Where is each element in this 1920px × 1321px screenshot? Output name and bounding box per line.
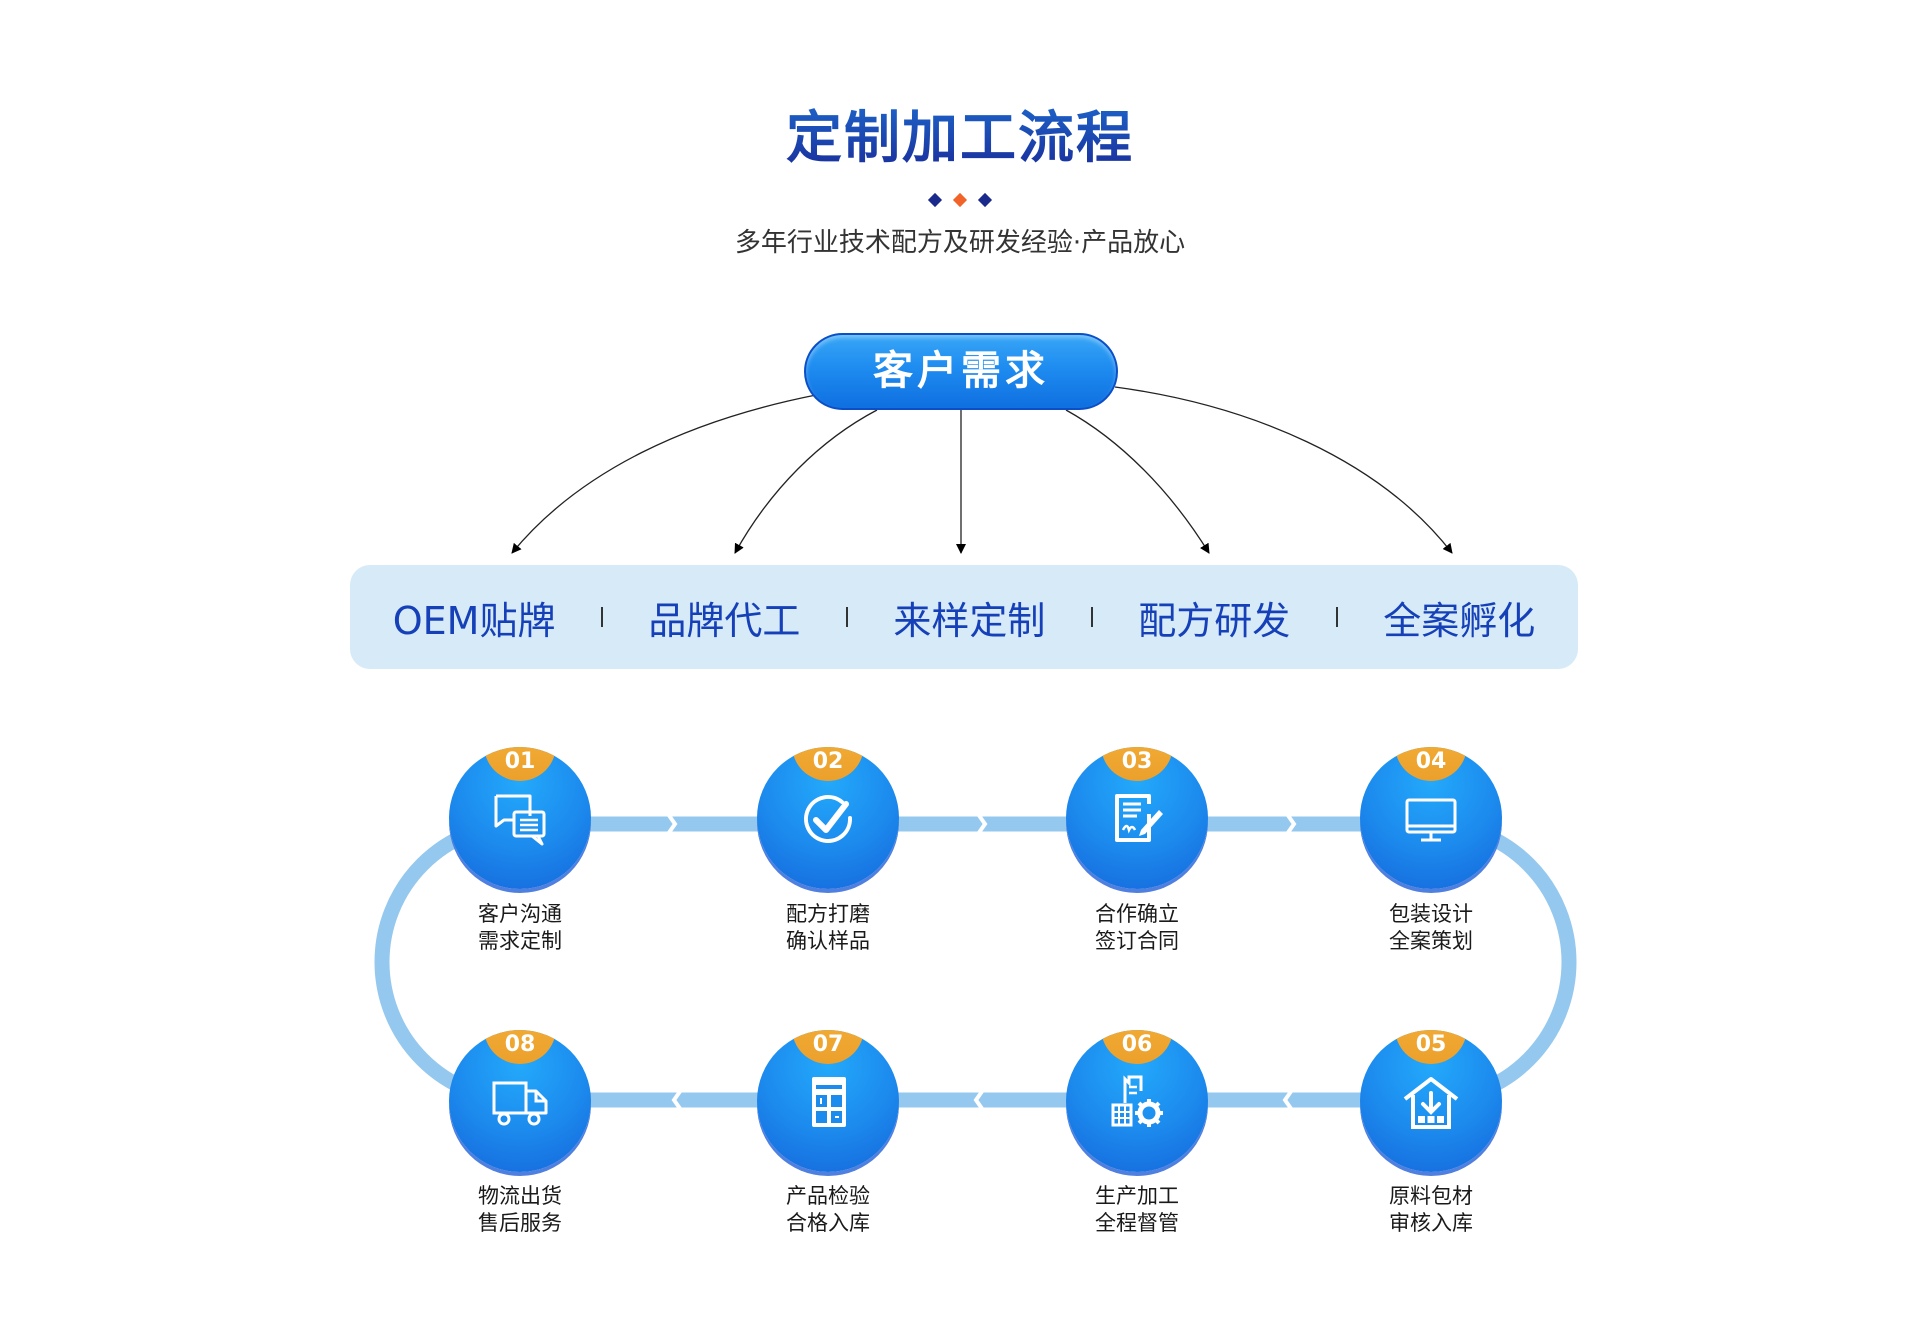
step-01: 01 [449,747,591,889]
contract-sign-icon [1115,794,1163,842]
separator [1090,607,1093,627]
separator [845,607,848,627]
customer-demand-node: 客户需求 [804,333,1118,410]
step-08-label: 物流出货 售后服务 [420,1183,620,1237]
step-number: 06 [1121,1032,1153,1057]
service-options-band: OEM贴牌 品牌代工 来样定制 配方研发 全案孵化 [350,565,1578,669]
calculator-icon [812,1077,846,1127]
arrow-brand-oem [734,409,878,554]
step-02-label: 配方打磨 确认样品 [728,901,928,955]
chevron-right-icon [666,812,678,836]
label-line: 原料包材 [1389,1184,1473,1208]
step-number: 03 [1121,749,1153,774]
service-oem: OEM贴牌 [392,598,556,643]
step-02: 02 [757,747,899,889]
step-number: 04 [1415,749,1447,774]
step-number: 08 [504,1032,536,1057]
label-line: 生产加工 [1095,1184,1179,1208]
label-line: 需求定制 [478,929,562,953]
chevron-left-icon [671,1088,683,1112]
step-04: 04 [1360,747,1502,889]
label-line: 确认样品 [786,929,870,953]
service-formula-rd: 配方研发 [1138,598,1291,643]
step-06-label: 生产加工 全程督管 [1037,1183,1237,1237]
truck-icon [492,1081,548,1126]
service-sample-custom: 来样定制 [893,598,1046,643]
label-line: 包装设计 [1389,902,1473,926]
step-06: 06 [1066,1030,1208,1172]
warehouse-icon [1403,1077,1459,1129]
label-line: 审核入库 [1389,1211,1473,1235]
label-line: 合格入库 [786,1211,870,1235]
label-line: 配方打磨 [786,902,870,926]
chevron-right-icon [976,812,988,836]
chevron-left-icon [973,1088,985,1112]
arrow-formula [1065,409,1210,554]
arrow-incubation [1114,386,1453,554]
label-line: 客户沟通 [478,902,562,926]
page-subtitle: 多年行业技术配方及研发经验·产品放心 [734,228,1186,258]
chevron-left-icon [1282,1088,1294,1112]
check-circle-icon [804,794,853,843]
label-line: 全程督管 [1095,1211,1179,1235]
step-08: 08 [449,1030,591,1172]
label-line: 产品检验 [786,1184,870,1208]
branch-arrows [511,386,1453,554]
step-number: 01 [504,749,536,774]
step-number: 02 [812,749,844,774]
chevron-right-icon [1285,812,1297,836]
service-brand-oem: 品牌代工 [648,598,801,643]
step-03: 03 [1066,747,1208,889]
chat-icon [494,794,546,846]
label-line: 物流出货 [478,1184,562,1208]
chevron-down-icon [1657,952,1681,964]
label-line: 全案策划 [1389,929,1473,953]
factory-gear-icon [1111,1075,1163,1127]
label-line: 合作确立 [1095,902,1179,926]
direction-chevrons [666,812,1681,1112]
label-line: 售后服务 [478,1211,562,1235]
separator [1335,607,1338,627]
service-full-incubation: 全案孵化 [1383,598,1536,643]
step-04-label: 包装设计 全案策划 [1331,901,1531,955]
step-number: 05 [1415,1032,1447,1057]
label-line: 签订合同 [1095,929,1179,953]
step-05-label: 原料包材 审核入库 [1331,1183,1531,1237]
page-title: 定制加工流程 [0,104,1920,174]
arrow-oem [511,394,817,554]
step-05: 05 [1360,1030,1502,1172]
step-07: 07 [757,1030,899,1172]
step-07-label: 产品检验 合格入库 [728,1183,928,1237]
step-01-label: 客户沟通 需求定制 [420,901,620,955]
monitor-icon [1405,798,1457,842]
step-number: 07 [812,1032,844,1057]
separator [600,607,603,627]
step-03-label: 合作确立 签订合同 [1037,901,1237,955]
